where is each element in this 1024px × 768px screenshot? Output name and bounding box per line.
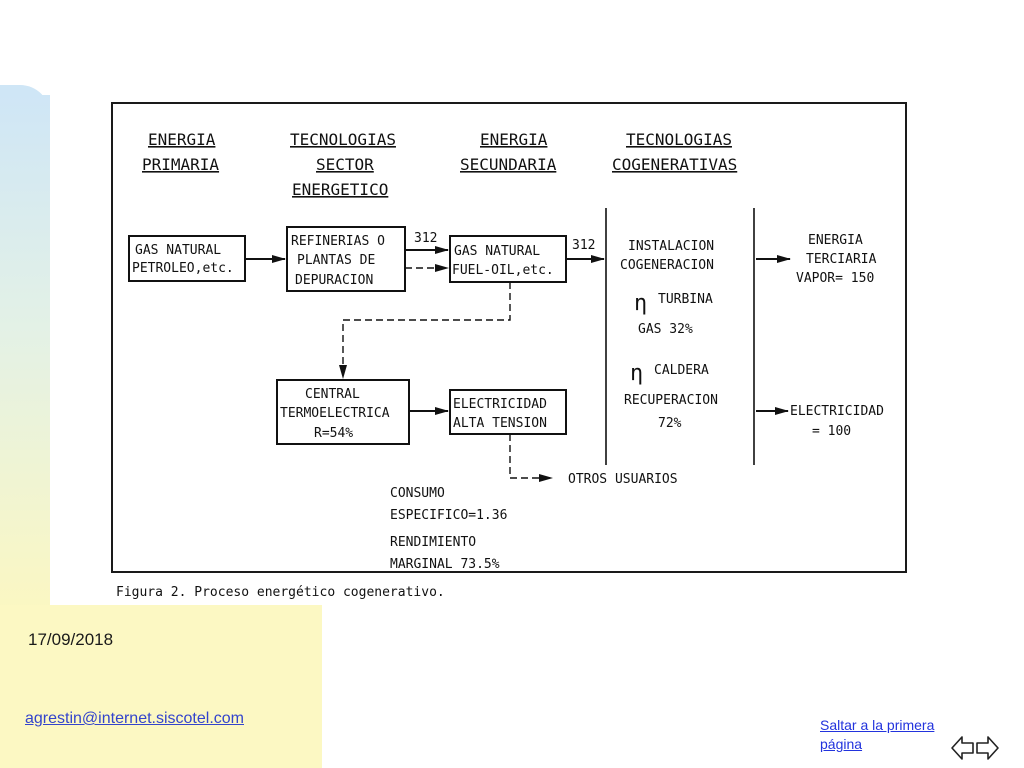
box-refinerias-line2: PLANTAS DE	[297, 253, 375, 268]
header-tecnologias-cogenerativas: TECNOLOGIAS COGENERATIVAS	[612, 130, 737, 174]
box-gas-fuel-line1: GAS NATURAL	[454, 244, 540, 259]
figure-caption: Figura 2. Proceso energético cogenerativ…	[116, 585, 445, 600]
svg-text:MARGINAL 73.5%: MARGINAL 73.5%	[390, 557, 500, 572]
flow-label-a: 312	[414, 231, 437, 246]
svg-text:PRIMARIA: PRIMARIA	[142, 155, 219, 174]
box-refinerias	[286, 226, 406, 292]
cogeneracion-text: INSTALACION COGENERACION η TURBINA GAS 3…	[620, 239, 718, 431]
svg-text:η: η	[630, 361, 643, 386]
background-strip	[0, 95, 50, 610]
arrow-left-icon[interactable]	[951, 736, 974, 760]
svg-text:TURBINA: TURBINA	[658, 292, 713, 307]
header-energia-secundaria: ENERGIA SECUNDARIA	[460, 130, 557, 174]
header-tecnologias-sector: TECNOLOGIAS SECTOR ENERGETICO	[290, 130, 396, 199]
box-refinerias-line3: DEPURACION	[295, 273, 373, 288]
output-electricidad: ELECTRICIDAD = 100	[790, 404, 884, 439]
dashed-otros-usuarios	[509, 434, 553, 482]
box-central-line3: R=54%	[314, 426, 353, 441]
svg-text:η: η	[634, 291, 647, 316]
box-gas-petroleo-line1: GAS NATURAL	[135, 243, 221, 258]
svg-text:RENDIMIENTO: RENDIMIENTO	[390, 535, 476, 550]
svg-text:INSTALACION: INSTALACION	[628, 239, 714, 254]
svg-text:TERCIARIA: TERCIARIA	[806, 252, 877, 267]
svg-text:ELECTRICIDAD: ELECTRICIDAD	[790, 404, 884, 419]
svg-text:CALDERA: CALDERA	[654, 363, 709, 378]
box-electricidad-alta-line2: ALTA TENSION	[453, 416, 547, 431]
box-gas-fuel-line2: FUEL-OIL,etc.	[452, 263, 554, 278]
svg-text:SECTOR: SECTOR	[316, 155, 374, 174]
svg-text:VAPOR= 150: VAPOR= 150	[796, 271, 874, 286]
diagram-frame	[111, 102, 907, 573]
svg-text:TECNOLOGIAS: TECNOLOGIAS	[290, 130, 396, 149]
consumo-especifico: CONSUMO ESPECIFICO=1.36	[390, 486, 507, 523]
svg-text:72%: 72%	[658, 416, 682, 431]
output-energia-terciaria: ENERGIA TERCIARIA VAPOR= 150	[796, 233, 877, 286]
svg-text:RECUPERACION: RECUPERACION	[624, 393, 718, 408]
box-refinerias-line1: REFINERIAS O	[291, 234, 385, 249]
footer-date: 17/09/2018	[28, 630, 114, 649]
box-central-line1: CENTRAL	[305, 387, 360, 402]
arrow-right-icon[interactable]	[976, 736, 999, 760]
box-gas-petroleo-line2: PETROLEO,etc.	[132, 261, 234, 276]
svg-text:COGENERACION: COGENERACION	[620, 258, 714, 273]
rendimiento-marginal: RENDIMIENTO MARGINAL 73.5%	[390, 535, 500, 572]
svg-text:ENERGIA: ENERGIA	[480, 130, 548, 149]
box-central-line2: TERMOELECTRICA	[280, 406, 390, 421]
svg-text:ESPECIFICO=1.36: ESPECIFICO=1.36	[390, 508, 507, 523]
background-corner	[0, 605, 322, 768]
svg-text:CONSUMO: CONSUMO	[390, 486, 445, 501]
svg-text:ENERGIA: ENERGIA	[808, 233, 863, 248]
skip-to-first-page-link[interactable]: Saltar a la primera página	[820, 717, 935, 752]
svg-text:ENERGETICO: ENERGETICO	[292, 180, 388, 199]
svg-text:GAS 32%: GAS 32%	[638, 322, 693, 337]
svg-text:ENERGIA: ENERGIA	[148, 130, 216, 149]
footer-email-link[interactable]: agrestin@internet.siscotel.com	[25, 710, 244, 727]
svg-text:= 100: = 100	[812, 424, 851, 439]
header-energia-primaria: ENERGIA PRIMARIA	[142, 130, 219, 174]
otros-usuarios-label: OTROS USUARIOS	[568, 472, 678, 487]
nav-arrows	[951, 736, 999, 760]
dashed-feed-central	[339, 282, 511, 379]
flow-label-b: 312	[572, 238, 595, 253]
box-electricidad-alta-line1: ELECTRICIDAD	[453, 397, 547, 412]
svg-text:SECUNDARIA: SECUNDARIA	[460, 155, 557, 174]
box-electricidad-alta	[449, 389, 567, 435]
svg-text:TECNOLOGIAS: TECNOLOGIAS	[626, 130, 732, 149]
svg-text:COGENERATIVAS: COGENERATIVAS	[612, 155, 737, 174]
